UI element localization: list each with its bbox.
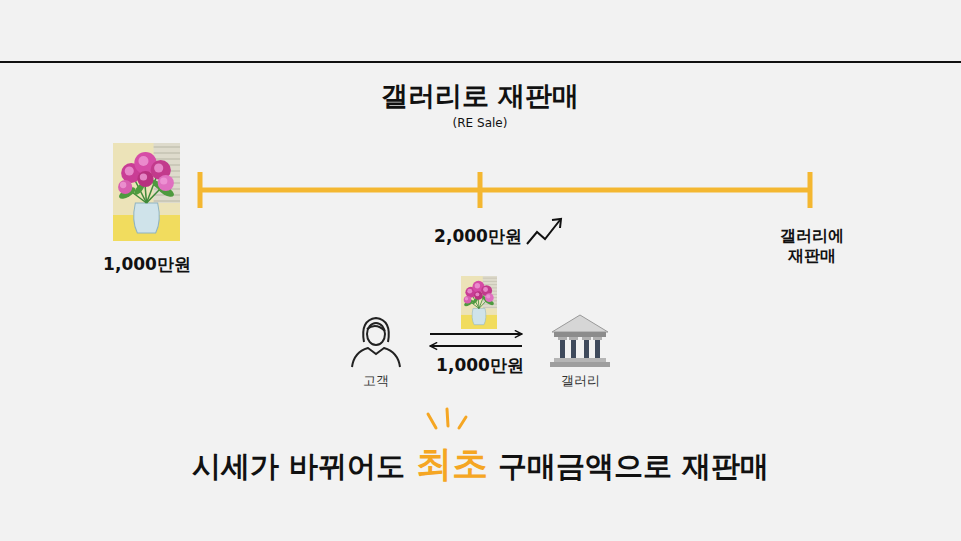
- flow-arrow: [430, 345, 522, 347]
- message-text: 구매금액으로 재판매: [498, 447, 769, 487]
- edge-label: 1,000만원: [436, 354, 524, 377]
- message-text: 시세가 바뀌어도: [192, 447, 405, 487]
- subtitle: (RE Sale): [453, 116, 508, 131]
- message-row: 시세가 바뀌어도 최초구매금액으로 재판매: [0, 440, 961, 489]
- gallery-node: 갤러리: [542, 308, 618, 394]
- timeline: [200, 172, 810, 208]
- node-icon: [348, 312, 404, 368]
- step-label: 갤러리에 재판매: [776, 226, 848, 266]
- title: 갤러리로 재판매: [381, 78, 579, 114]
- node-label: 고객: [363, 372, 389, 390]
- node-label: 갤러리: [561, 372, 600, 390]
- top-rule: [0, 61, 961, 63]
- sparkle: [428, 409, 466, 428]
- flower-painting: [113, 143, 180, 241]
- customer-node: 고객: [342, 308, 410, 394]
- price-label: 1,000만원: [103, 254, 191, 275]
- trend-arrow: [527, 219, 561, 244]
- highlight-word: 최초: [416, 440, 488, 489]
- flow-arrow: [430, 333, 522, 335]
- price-label: 2,000만원: [434, 226, 522, 247]
- flower-painting-small: [461, 276, 497, 329]
- node-icon: [548, 312, 612, 368]
